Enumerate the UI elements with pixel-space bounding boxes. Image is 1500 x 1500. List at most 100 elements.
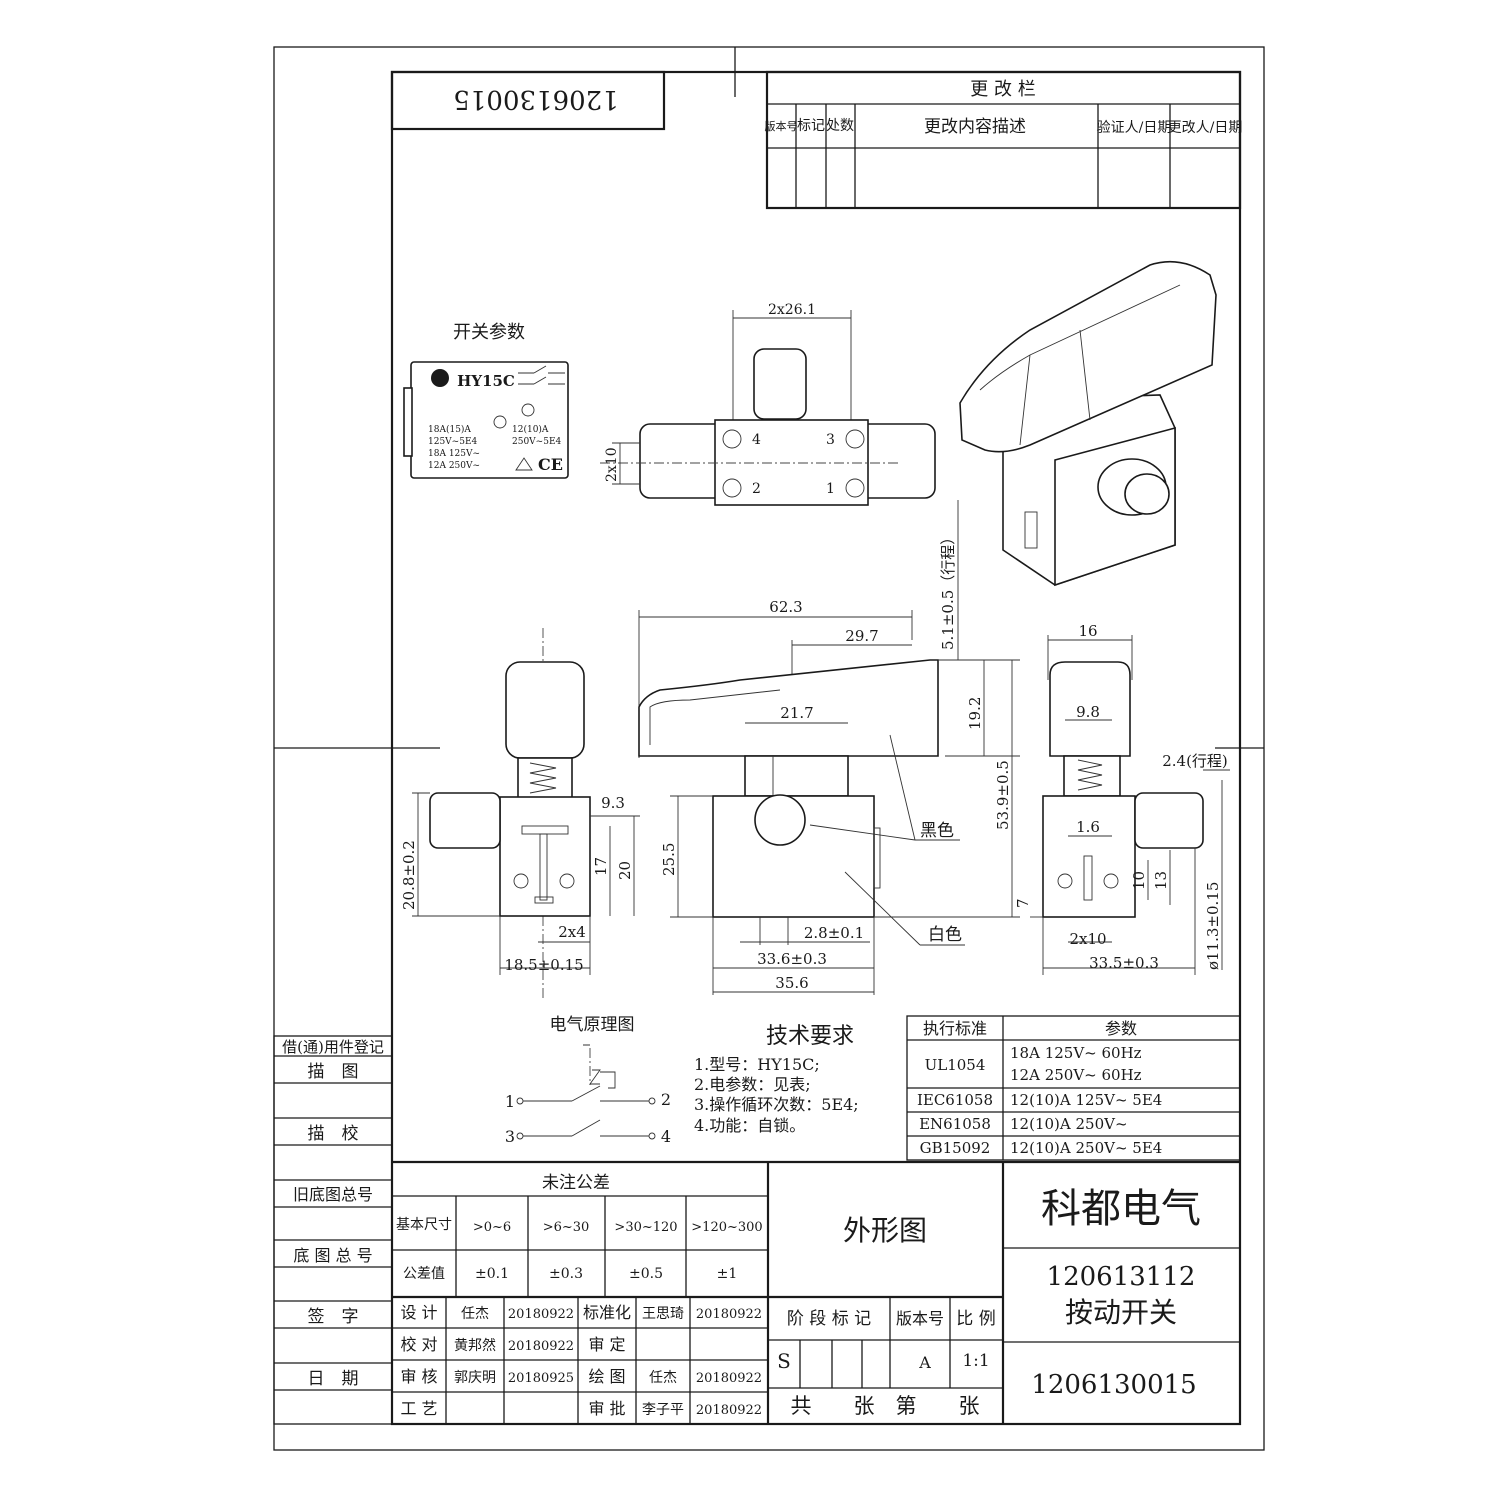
svg-text:3: 3 [505, 1127, 515, 1146]
title-drawing-number: 1206130015 [1031, 1370, 1196, 1400]
svg-text:13: 13 [1152, 871, 1170, 890]
svg-text:19.2: 19.2 [966, 697, 984, 730]
svg-text:12A 250V~ 60Hz: 12A 250V~ 60Hz [1010, 1066, 1142, 1084]
svg-text:设 计: 设 计 [400, 1303, 437, 1322]
svg-text:5.1±0.5（行程）: 5.1±0.5（行程） [939, 530, 957, 650]
electrical-schematic: 电气原理图 1 2 3 4 [505, 1015, 671, 1146]
drawing-number-mirrored: 1206130015 [453, 84, 618, 114]
svg-text:GB15092: GB15092 [920, 1139, 991, 1157]
svg-text:绘 图: 绘 图 [588, 1367, 625, 1386]
view-name: 外形图 [843, 1214, 927, 1247]
svg-text:20180922: 20180922 [508, 1307, 574, 1322]
svg-text:郭庆明: 郭庆明 [454, 1369, 496, 1386]
svg-text:2x10: 2x10 [604, 447, 620, 482]
svg-text:±0.1: ±0.1 [475, 1266, 509, 1282]
svg-text:53.9±0.5: 53.9±0.5 [994, 760, 1012, 830]
svg-text:>30~120: >30~120 [614, 1220, 677, 1235]
svg-text:25.5: 25.5 [660, 843, 678, 876]
rev-header-mark: 标记 [797, 118, 825, 134]
white-color-label: 白色 [928, 925, 962, 945]
svg-text:公差值: 公差值 [403, 1266, 445, 1282]
svg-text:3: 3 [826, 432, 835, 448]
rev-header-version: 版本号 [765, 119, 798, 133]
title-block: 未注公差 基本尺寸 >0~6 >6~30 >30~120 >120~300 公差… [392, 1160, 1240, 1424]
schematic-title: 电气原理图 [550, 1015, 635, 1035]
svg-text:2x4: 2x4 [558, 923, 586, 941]
svg-text:12(10)A 250V~ 5E4: 12(10)A 250V~ 5E4 [1010, 1139, 1162, 1157]
svg-text:1.6: 1.6 [1076, 818, 1100, 836]
svg-text:黄邦然: 黄邦然 [454, 1337, 496, 1354]
svg-text:33.6±0.3: 33.6±0.3 [757, 950, 827, 968]
svg-text:>6~30: >6~30 [543, 1220, 590, 1235]
switch-params-title: 开关参数 [453, 322, 525, 343]
svg-text:7: 7 [1014, 898, 1032, 908]
svg-text:>120~300: >120~300 [691, 1220, 762, 1235]
svg-text:标准化: 标准化 [583, 1303, 631, 1322]
svg-text:18A 125V~ 60Hz: 18A 125V~ 60Hz [1010, 1044, 1142, 1062]
svg-text:版本号: 版本号 [896, 1309, 944, 1328]
svg-text:IEC61058: IEC61058 [917, 1091, 993, 1109]
part-number: 120613112 [1047, 1262, 1196, 1292]
svg-text:1.型号：HY15C;: 1.型号：HY15C; [694, 1055, 820, 1074]
svg-text:18A(15)A: 18A(15)A [428, 424, 471, 435]
standards-table: 执行标准 参数 UL1054 18A 125V~ 60Hz 12A 250V~ … [906, 1015, 1241, 1161]
svg-text:描 校: 描 校 [308, 1124, 359, 1144]
revision-block: 更 改 栏 版本号 标记 处数 更改内容描述 验证人/日期 更改人/日期 [765, 70, 1243, 210]
svg-text:李子平: 李子平 [642, 1402, 684, 1418]
svg-text:20: 20 [616, 861, 634, 880]
svg-text:审 批: 审 批 [588, 1399, 625, 1418]
svg-text:4: 4 [661, 1127, 671, 1146]
svg-text:20.8±0.2: 20.8±0.2 [400, 840, 418, 910]
part-name: 按动开关 [1065, 1296, 1177, 1329]
svg-text:2.电参数：见表;: 2.电参数：见表; [694, 1075, 811, 1094]
isometric-view [959, 260, 1217, 587]
svg-text:工 艺: 工 艺 [400, 1399, 437, 1418]
svg-text:任杰: 任杰 [649, 1370, 677, 1386]
svg-text:18.5±0.15: 18.5±0.15 [504, 956, 583, 974]
svg-text:20180925: 20180925 [508, 1371, 574, 1386]
svg-text:±0.3: ±0.3 [549, 1266, 583, 1282]
svg-text:±1: ±1 [717, 1266, 738, 1282]
svg-text:UL1054: UL1054 [925, 1056, 986, 1074]
revision-title: 更 改 栏 [970, 79, 1035, 100]
svg-text:4.功能：自锁。: 4.功能：自锁。 [694, 1116, 805, 1135]
svg-text:29.7: 29.7 [845, 627, 878, 645]
svg-text:12(10)A 250V~: 12(10)A 250V~ [1010, 1115, 1128, 1133]
svg-text:王思琦: 王思琦 [642, 1306, 684, 1322]
svg-text:2.8±0.1: 2.8±0.1 [804, 924, 864, 942]
svg-text:20180922: 20180922 [696, 1371, 762, 1386]
black-color-label: 黑色 [920, 821, 954, 841]
svg-text:S: S [777, 1349, 791, 1373]
svg-text:21.7: 21.7 [780, 704, 813, 722]
svg-text:18A 125V~: 18A 125V~ [428, 449, 480, 459]
svg-text:2.4(行程): 2.4(行程) [1162, 752, 1228, 770]
svg-text:阶 段 标 记: 阶 段 标 记 [787, 1309, 871, 1329]
svg-text:2: 2 [752, 481, 761, 497]
svg-text:1: 1 [505, 1092, 515, 1111]
svg-text:1: 1 [826, 481, 835, 497]
svg-text:校 对: 校 对 [400, 1335, 437, 1354]
svg-text:16: 16 [1078, 622, 1097, 640]
svg-text:审 核: 审 核 [400, 1367, 437, 1386]
svg-text:描 图: 描 图 [308, 1062, 359, 1082]
svg-text:A: A [918, 1353, 931, 1372]
right-side-view: 16 9.8 2.4(行程) 1.6 7 10 13 2x10 33.5±0.3… [1014, 622, 1230, 975]
drawing-number-box [390, 70, 666, 131]
rev-header-count: 处数 [826, 118, 854, 134]
svg-text:10: 10 [1130, 871, 1148, 890]
svg-text:17: 17 [592, 857, 610, 876]
svg-text:12A 250V~: 12A 250V~ [428, 461, 480, 471]
switch-model: HY15C [457, 372, 515, 390]
switch-label: 开关参数 HY15C 18A(15)A 125V~5E4 18A 125V~ 1… [403, 322, 569, 479]
rev-header-changer: 更改人/日期 [1168, 120, 1243, 136]
svg-text:±0.5: ±0.5 [629, 1266, 663, 1282]
svg-text:2x10: 2x10 [1069, 930, 1106, 948]
svg-text:4: 4 [752, 432, 761, 448]
svg-text:EN61058: EN61058 [919, 1115, 991, 1133]
svg-text:共 张 第 张: 共 张 第 张 [791, 1394, 980, 1418]
rev-header-verifier: 验证人/日期 [1097, 120, 1172, 136]
svg-text:>0~6: >0~6 [473, 1220, 511, 1235]
tech-title: 技术要求 [766, 1024, 854, 1049]
